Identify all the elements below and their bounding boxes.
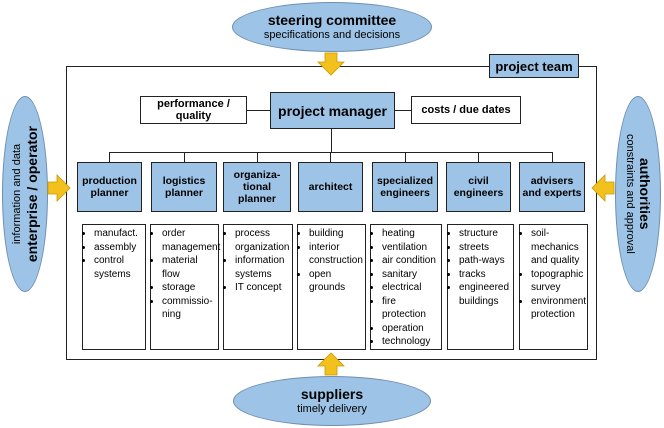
list-item: topographic survey xyxy=(531,268,585,295)
connector-line xyxy=(184,152,185,162)
list-item: assembly xyxy=(94,241,143,255)
list-item: structure xyxy=(459,227,511,241)
connector-line xyxy=(109,152,110,162)
role-header: architect xyxy=(298,162,363,212)
down-arrow-icon xyxy=(317,52,345,76)
role-header: production planner xyxy=(77,162,142,212)
list-item: environment protection xyxy=(531,295,586,322)
costs-due-dates-box: costs / due dates xyxy=(411,96,521,124)
list-item: soil-mechanics and quality xyxy=(531,227,585,268)
connector-line xyxy=(331,128,332,152)
list-item: building xyxy=(309,227,363,241)
enterprise-ellipse: enterprise / operator information and da… xyxy=(2,96,48,292)
list-item: air condition xyxy=(382,254,439,268)
steering-committee-ellipse: steering committee specifications and de… xyxy=(232,2,432,52)
performance-quality-box: performance / quality xyxy=(140,96,247,124)
steering-committee-subtitle: specifications and decisions xyxy=(263,29,401,41)
connector-line xyxy=(405,152,406,162)
authorities-ellipse: authorities constraints and approval xyxy=(615,96,661,292)
list-item: manufact. xyxy=(94,227,143,241)
role-list: soil-mechanics and quality topographic s… xyxy=(519,224,588,350)
role-header: specialized engineers xyxy=(372,162,438,212)
connector-line xyxy=(246,110,270,111)
list-item: heating xyxy=(382,227,439,241)
list-item: interior construction xyxy=(309,241,363,268)
list-item: technology xyxy=(382,335,439,349)
list-item: IT concept xyxy=(235,281,290,295)
list-item: tracks xyxy=(459,268,511,282)
role-list: order management material flow storage c… xyxy=(150,224,220,350)
left-arrow-icon xyxy=(591,174,615,202)
list-item: engineered buildings xyxy=(459,281,511,308)
role-list: manufact. assembly control systems xyxy=(82,224,146,350)
list-item: path-ways xyxy=(459,254,511,268)
list-item: sanitary xyxy=(382,268,439,282)
role-list: structure streets path-ways tracks engin… xyxy=(447,224,514,350)
connector-line xyxy=(478,152,479,162)
project-team-label: project team xyxy=(489,54,579,78)
list-item: material flow xyxy=(162,254,216,281)
connector-line xyxy=(394,110,412,111)
connector-line xyxy=(109,152,553,153)
connector-line xyxy=(257,152,258,162)
up-arrow-icon xyxy=(317,352,345,376)
list-item: ventilation xyxy=(382,241,439,255)
connector-line xyxy=(552,152,553,162)
list-item: storage xyxy=(162,281,216,295)
list-item: fire protection xyxy=(382,295,439,322)
role-header: civil engineers xyxy=(446,162,511,212)
list-item: commissio-ning xyxy=(162,295,216,322)
list-item: electrical xyxy=(382,281,439,295)
list-item: order management xyxy=(162,227,220,254)
role-header: advisers and experts xyxy=(519,162,585,212)
role-list: building interior construction open grou… xyxy=(297,224,366,350)
list-item: control systems xyxy=(94,254,143,281)
list-item: process organization xyxy=(235,227,290,254)
list-item: open grounds xyxy=(309,268,363,295)
list-item: information systems xyxy=(235,254,290,281)
suppliers-title: suppliers xyxy=(300,386,364,402)
role-list: process organization information systems… xyxy=(223,224,293,350)
suppliers-ellipse: suppliers timely delivery xyxy=(233,376,431,426)
list-item: operation xyxy=(382,322,439,336)
steering-committee-title: steering committee xyxy=(267,12,397,28)
project-manager-box: project manager xyxy=(270,92,395,129)
right-arrow-icon xyxy=(47,174,71,202)
role-header: organiza-tional planner xyxy=(223,162,291,212)
suppliers-subtitle: timely delivery xyxy=(297,403,367,415)
authorities-title: authorities xyxy=(637,158,653,230)
authorities-subtitle: constraints and approval xyxy=(624,134,636,254)
connector-line xyxy=(330,152,331,162)
role-list: heating ventilation air condition sanita… xyxy=(370,224,442,350)
role-header: logistics planner xyxy=(151,162,217,212)
list-item: streets xyxy=(459,241,511,255)
